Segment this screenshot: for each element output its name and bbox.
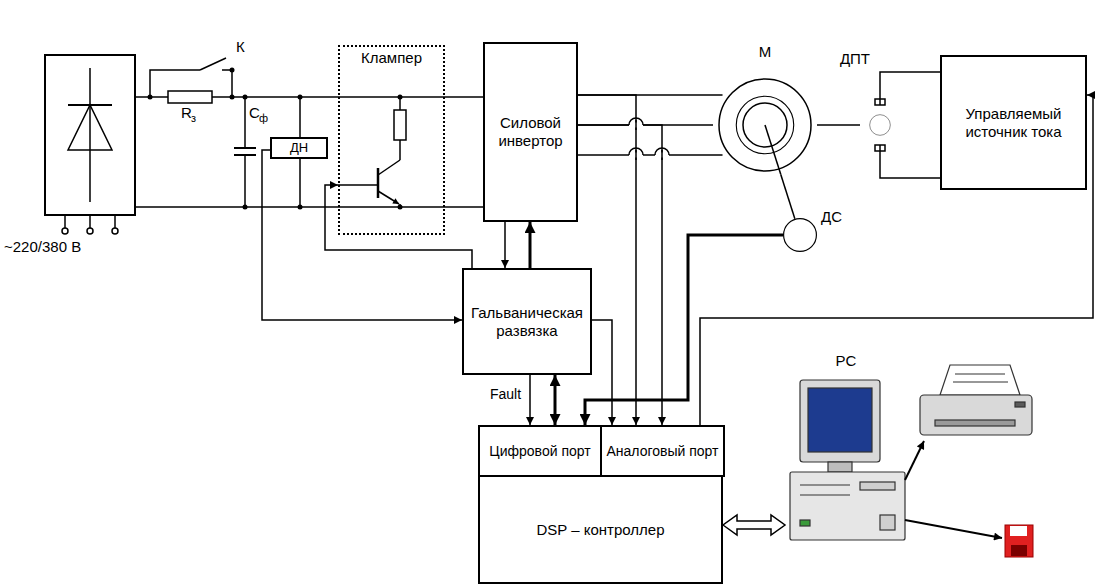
diode-symbol [68, 68, 112, 202]
junction-dot [243, 205, 248, 210]
node-text: DSP – контроллер [480, 519, 721, 541]
isolation-box: Гальваническая развязка [462, 268, 592, 375]
rectifier-box [45, 55, 135, 215]
junction-dot [230, 68, 235, 73]
connector [781, 175, 795, 219]
mains-terminals [62, 215, 118, 234]
junction-dot [398, 205, 403, 210]
node-label: ДС [821, 208, 851, 226]
junction-dot [148, 95, 153, 100]
signal-label: Fault [490, 386, 521, 403]
floppy-icon [1005, 525, 1033, 557]
junction-dot [398, 95, 403, 100]
switch-label: К [236, 38, 245, 56]
subscript-label: ф [259, 112, 268, 125]
node-text: Силовой инвертор [485, 112, 576, 152]
dc-machine-circle: ДПТ [860, 105, 900, 145]
subscript-label: з [191, 112, 196, 125]
computer-node: PC [785, 352, 907, 542]
dsp-box: Цифровой портАналоговый портDSP – контро… [478, 425, 723, 584]
output-arrow [905, 441, 1002, 538]
junction-dot [298, 205, 303, 210]
node-text: ДН [272, 138, 326, 158]
computer-icon [790, 380, 905, 540]
mains-voltage-label: ~220/380 В [4, 238, 81, 256]
wire-crossover [629, 118, 643, 130]
node-text: Аналоговый порт [602, 441, 723, 462]
connector [554, 375, 557, 425]
resistor-label: R [181, 104, 192, 122]
clamper-box: Клампер [338, 45, 445, 235]
connector [880, 72, 940, 105]
capacitor-label: C [249, 104, 260, 122]
node-label: М [713, 43, 817, 61]
circle-outline [783, 218, 817, 252]
connector [723, 515, 785, 535]
node-text: Цифровой порт [480, 441, 600, 462]
circle-outline [870, 115, 891, 136]
node-text: Гальваническая развязка [464, 302, 590, 342]
connector [585, 235, 783, 425]
connector [504, 222, 506, 268]
switch-symbol [150, 58, 232, 97]
circle-outline [784, 219, 817, 252]
junction-dot [243, 95, 248, 100]
connector [262, 150, 462, 320]
node-text: Клампер [340, 47, 443, 69]
connector [529, 375, 531, 425]
connector [880, 145, 940, 178]
printer-icon [920, 365, 1032, 435]
current-source-box: Управляемый источник тока [940, 55, 1087, 190]
digital-port-box: Цифровой порт [478, 425, 602, 477]
connector [817, 124, 860, 126]
connector [529, 222, 532, 268]
circle-outline [736, 96, 793, 153]
circle-outline [860, 105, 900, 145]
wire-crossover [629, 148, 643, 160]
resistor-symbol [168, 91, 212, 103]
motor-circle: М [713, 73, 817, 177]
clamper-circuit [338, 97, 406, 207]
dc-bus-wire [135, 97, 483, 207]
brush-symbol [875, 99, 885, 151]
analog-port-box: Аналоговый порт [600, 425, 725, 477]
motor-rotor [719, 79, 811, 175]
voltage-sensor-box: ДН [270, 137, 328, 159]
circle-outline [713, 73, 817, 177]
connector [578, 95, 636, 425]
connector [325, 185, 472, 268]
inverter-box: Силовой инвертор [483, 42, 578, 222]
node-label: ДПТ [836, 50, 870, 68]
connector [592, 320, 612, 425]
speed-sensor-circle: ДС [783, 218, 817, 252]
connector [578, 154, 723, 156]
wire-crossover [655, 148, 669, 160]
node-text: Управляемый источник тока [942, 103, 1085, 143]
junction-dot [230, 95, 235, 100]
junction-dot [298, 95, 303, 100]
node-label: PC [785, 352, 907, 370]
